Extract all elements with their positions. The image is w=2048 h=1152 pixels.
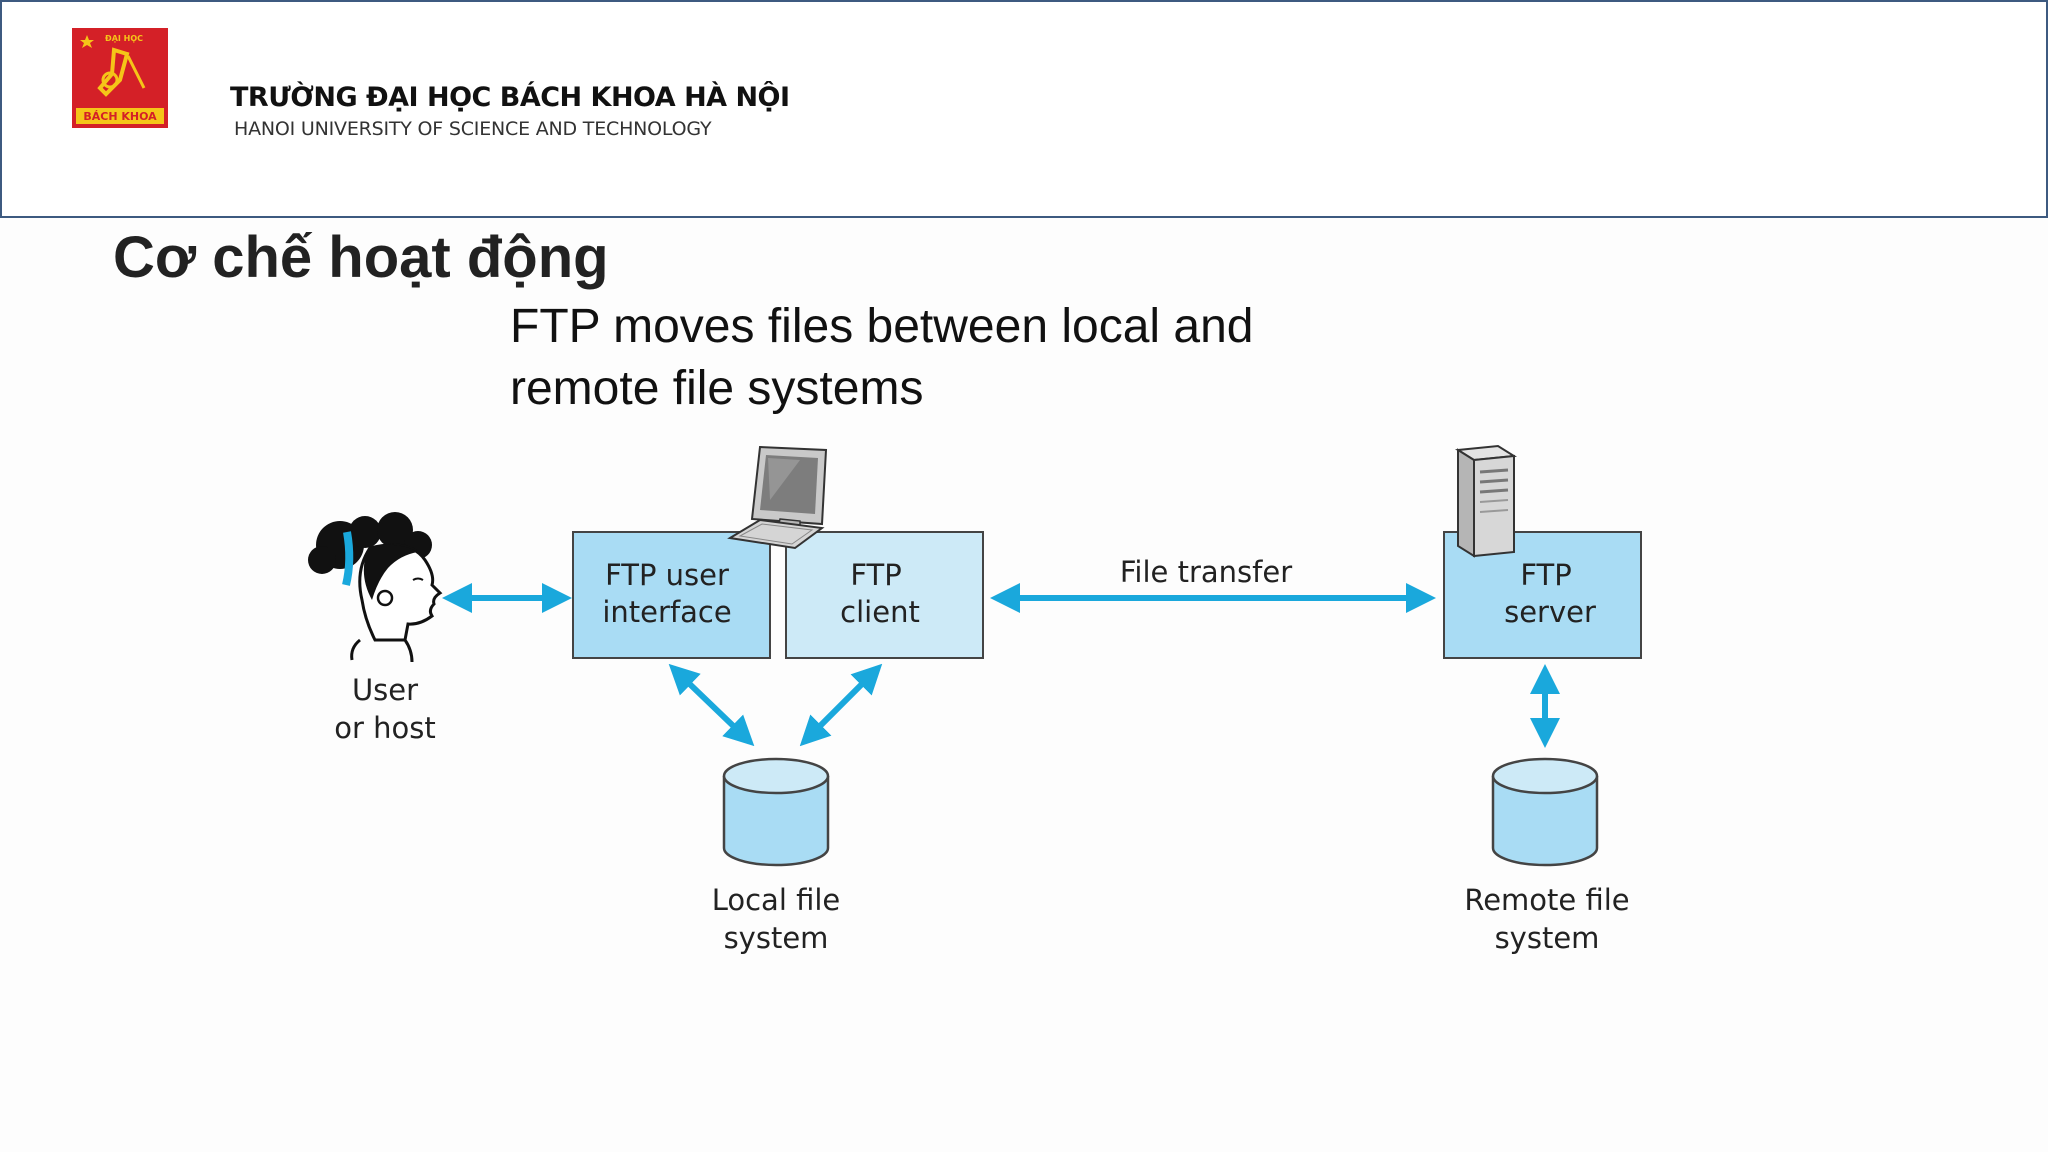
remote-file-system-icon (1491, 757, 1599, 867)
slide-subtitle: FTP moves files between local and remote… (510, 296, 1410, 420)
user-label-line-2: or host (334, 711, 436, 745)
ftp-server-label-line-1: FTP (1520, 558, 1571, 592)
ftp-client-label-line-2: client (840, 595, 920, 629)
slide-title: Cơ chế hoạt động (113, 225, 609, 290)
header-banner: ĐẠI HỌC BÁCH KHOA TRƯỜNG ĐẠI HỌC BÁCH KH… (0, 0, 2048, 218)
local-fs-label-line-1: Local file (712, 883, 841, 917)
ftp-server-label-line-2: server (1504, 595, 1596, 629)
university-name-vietnamese: TRƯỜNG ĐẠI HỌC BÁCH KHOA HÀ NỘI (230, 82, 790, 113)
ftp-user-interface-label-line-2: interface (602, 595, 731, 629)
ftp-client-label-line-1: FTP (850, 558, 901, 592)
subtitle-line-1: FTP moves files between local and (510, 300, 1254, 353)
university-name-english: HANOI UNIVERSITY OF SCIENCE AND TECHNOLO… (234, 118, 712, 140)
subtitle-line-2: remote file systems (510, 362, 924, 415)
logo-bottom-text: BÁCH KHOA (83, 110, 157, 123)
ftp-user-interface-label-line-1: FTP user (605, 558, 729, 592)
logo-top-text: ĐẠI HỌC (105, 34, 143, 43)
remote-fs-label-line-1: Remote file (1464, 883, 1629, 917)
file-transfer-label: File transfer (1120, 555, 1292, 589)
server-tower-icon (1454, 444, 1518, 558)
university-logo-icon: ĐẠI HỌC BÁCH KHOA (72, 28, 168, 128)
client-to-local-fs-arrow (799, 663, 883, 747)
desktop-computer-icon (727, 445, 828, 550)
user-label-line-1: User (352, 673, 418, 707)
local-fs-label-line-2: system (724, 921, 829, 955)
remote-fs-label-line-2: system (1495, 921, 1600, 955)
ftp-client-box (785, 531, 984, 659)
person-icon (308, 512, 443, 663)
interface-to-local-fs-arrow (668, 663, 755, 747)
ftp-user-interface-box (572, 531, 771, 659)
local-file-system-icon (722, 757, 830, 867)
